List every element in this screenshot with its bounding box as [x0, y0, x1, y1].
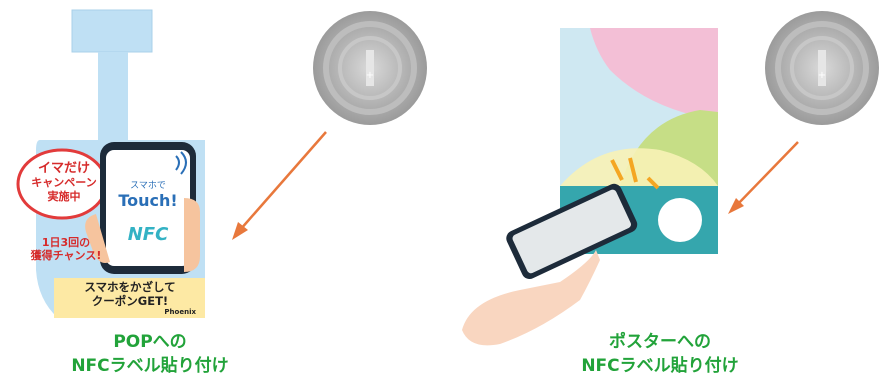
hand-phone-icon: [462, 183, 638, 346]
svg-text:+: +: [366, 70, 374, 81]
chance-line1: 1日3回の: [41, 236, 91, 249]
chance-text: 1日3回の 獲得チャンス!: [26, 236, 106, 262]
phone-small-text: スマホで: [130, 181, 166, 191]
coupon-line1: スマホをかざして: [84, 280, 176, 294]
coupon-line2: クーポンGET!: [91, 294, 169, 308]
bubble-line1: イマだけ: [37, 161, 90, 176]
caption-right: ポスターへの NFCラベル貼り付け: [560, 330, 760, 378]
pop-stand: [16, 9, 205, 318]
campaign-bubble: イマだけ キャンペーン 実施中: [24, 162, 104, 204]
svg-text:+: +: [818, 70, 826, 81]
caption-left: POPへの NFCラベル貼り付け: [60, 330, 240, 378]
bubble-line3: 実施中: [47, 190, 81, 203]
nfc-tag-icon: +: [765, 11, 879, 125]
caption-right-line2: NFCラベル貼り付け: [581, 356, 739, 376]
arrow-icon: [728, 141, 799, 214]
nfc-tag-icon: +: [313, 11, 427, 125]
caption-left-line2: NFCラベル貼り付け: [71, 356, 229, 376]
coupon-text: スマホをかざして クーポンGET! Phoenix: [56, 280, 204, 317]
caption-left-line1: POPへの: [113, 332, 187, 352]
arrow-icon: [232, 131, 327, 240]
bubble-line2: キャンペーン: [31, 176, 97, 189]
phone-nfc-text: NFC: [127, 224, 169, 245]
phone-screen-text: スマホで Touch! NFC: [108, 178, 188, 245]
chance-line2: 獲得チャンス!: [30, 249, 102, 262]
brand-text: Phoenix: [164, 308, 196, 316]
caption-right-line1: ポスターへの: [609, 332, 711, 352]
phone-touch-text: Touch!: [118, 191, 178, 210]
